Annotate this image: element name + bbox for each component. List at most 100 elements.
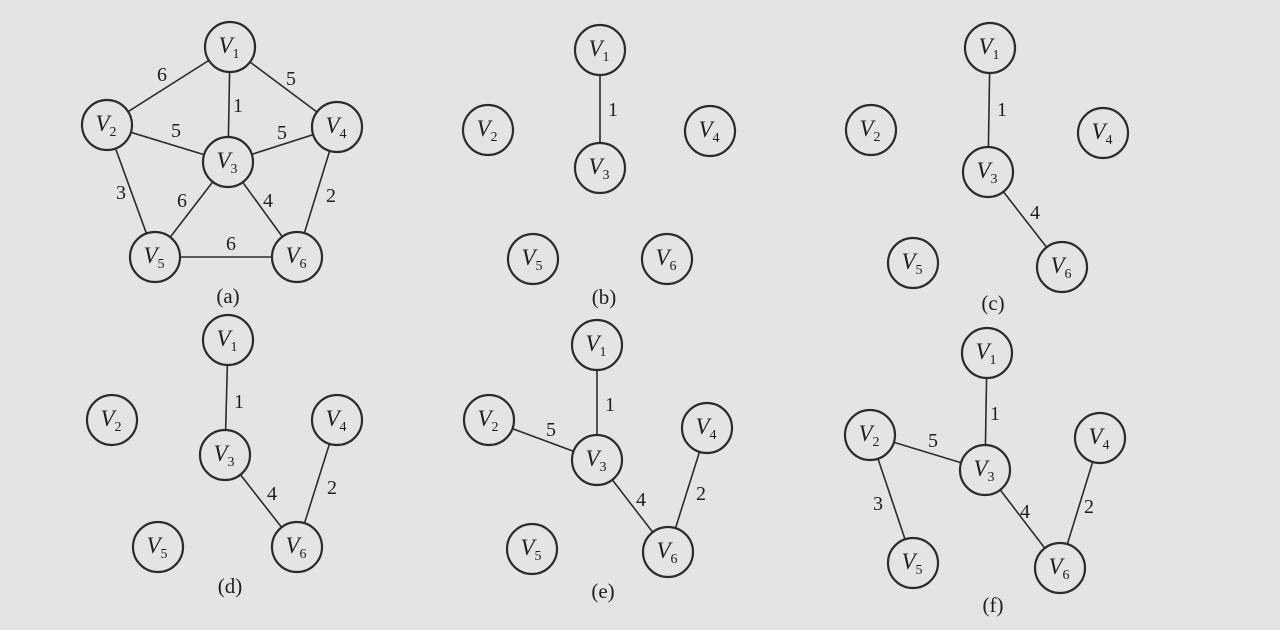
edge-weight: 2 — [327, 477, 337, 499]
vertex-circle — [310, 393, 364, 447]
vertex-v5: V5 — [131, 520, 185, 574]
vertex-v1: V1 — [201, 313, 255, 367]
vertex-subscript: 2 — [874, 130, 881, 145]
edge-weight: 5 — [286, 68, 296, 90]
vertex-letter: V — [973, 456, 990, 481]
vertex-letter: V — [976, 158, 993, 183]
vertex-letter: V — [143, 243, 160, 268]
vertex-letter: V — [588, 36, 605, 61]
vertex-letter: V — [477, 406, 494, 431]
panel-caption: (c) — [981, 291, 1004, 315]
vertex-circle — [886, 536, 940, 590]
vertex-label: V1 — [585, 331, 606, 360]
vertex-circle — [680, 401, 734, 455]
vertex-subscript: 2 — [492, 420, 499, 435]
vertex-letter: V — [325, 406, 342, 431]
vertex-label: V4 — [1091, 119, 1112, 148]
edge-weight: 6 — [177, 190, 187, 212]
vertex-subscript: 3 — [988, 470, 995, 485]
edge-weight: 3 — [116, 182, 126, 204]
vertex-letter: V — [95, 111, 112, 136]
vertex-subscript: 6 — [300, 257, 307, 272]
vertex-label: V4 — [325, 113, 346, 142]
vertex-label: V3 — [216, 148, 237, 177]
vertex-v2: V2 — [843, 408, 897, 462]
vertex-label: V2 — [477, 406, 498, 435]
vertex-circle — [1073, 411, 1127, 465]
vertex-circle — [641, 525, 695, 579]
vertex-subscript: 1 — [233, 47, 240, 62]
panel-caption: (b) — [592, 285, 617, 309]
edge-weight: 1 — [997, 99, 1007, 121]
edge-weight: 4 — [267, 483, 277, 505]
edge-weight: 5 — [171, 120, 181, 142]
vertex-circle — [570, 433, 624, 487]
vertex-label: V3 — [585, 446, 606, 475]
vertex-label: V3 — [213, 441, 234, 470]
vertex-circle — [961, 145, 1015, 199]
vertex-subscript: 2 — [491, 130, 498, 145]
vertex-label: V6 — [655, 245, 676, 274]
vertex-v3: V3 — [201, 135, 255, 189]
vertex-letter: V — [213, 441, 230, 466]
vertex-subscript: 5 — [535, 549, 542, 564]
vertex-subscript: 4 — [710, 428, 717, 443]
vertex-subscript: 3 — [228, 455, 235, 470]
vertex-letter: V — [216, 326, 233, 351]
vertex-letter: V — [1088, 424, 1105, 449]
vertex-label: V4 — [695, 414, 716, 443]
vertex-subscript: 2 — [873, 435, 880, 450]
vertex-circle — [131, 520, 185, 574]
vertex-v2: V2 — [80, 98, 134, 152]
vertex-v4: V4 — [1073, 411, 1127, 465]
vertex-letter: V — [325, 113, 342, 138]
panel-caption: (e) — [591, 579, 614, 603]
vertex-v4: V4 — [680, 401, 734, 455]
vertex-subscript: 6 — [1065, 267, 1072, 282]
vertex-circle — [203, 20, 257, 74]
vertex-label: V2 — [859, 116, 880, 145]
vertex-subscript: 4 — [713, 131, 720, 146]
vertex-circle — [570, 318, 624, 372]
vertex-circle — [461, 103, 515, 157]
vertex-letter: V — [695, 414, 712, 439]
vertex-subscript: 5 — [161, 547, 168, 562]
vertex-v4: V4 — [683, 104, 737, 158]
vertex-circle — [505, 522, 559, 576]
vertex-v6: V6 — [641, 525, 695, 579]
vertex-v4: V4 — [310, 100, 364, 154]
vertex-v1: V1 — [570, 318, 624, 372]
vertex-label: V1 — [975, 339, 996, 368]
vertex-label: V4 — [325, 406, 346, 435]
vertex-circle — [270, 230, 324, 284]
edge-weight: 1 — [605, 394, 615, 416]
vertex-v2: V2 — [462, 393, 516, 447]
vertex-subscript: 2 — [110, 125, 117, 140]
vertex-circle — [462, 393, 516, 447]
vertex-label: V6 — [285, 243, 306, 272]
vertex-circle — [506, 232, 560, 286]
vertex-v3: V3 — [570, 433, 624, 487]
vertex-label: V5 — [521, 245, 542, 274]
vertex-label: V3 — [588, 154, 609, 183]
vertex-letter: V — [585, 331, 602, 356]
vertex-label: V3 — [976, 158, 997, 187]
vertex-circle — [960, 326, 1014, 380]
vertex-v6: V6 — [1035, 240, 1089, 294]
vertex-label: V3 — [973, 456, 994, 485]
vertex-subscript: 6 — [300, 547, 307, 562]
vertex-letter: V — [1048, 554, 1065, 579]
vertex-label: V1 — [588, 36, 609, 65]
vertex-subscript: 4 — [340, 127, 347, 142]
vertex-subscript: 6 — [671, 552, 678, 567]
vertex-letter: V — [1091, 119, 1108, 144]
vertex-label: V5 — [901, 249, 922, 278]
vertex-v5: V5 — [128, 230, 182, 284]
vertex-letter: V — [698, 117, 715, 142]
vertex-subscript: 1 — [603, 50, 610, 65]
vertex-subscript: 5 — [916, 563, 923, 578]
